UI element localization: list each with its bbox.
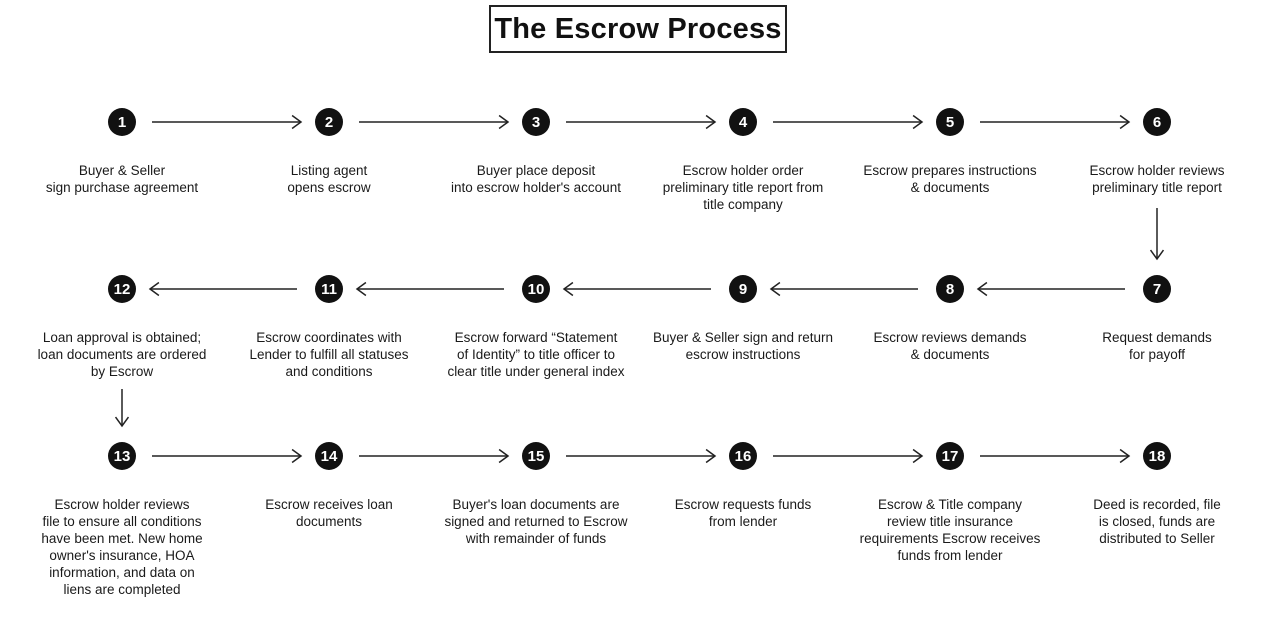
arrow-row3-2 — [359, 448, 510, 464]
step-10-description: Escrow forward “Statement of Identity” t… — [447, 330, 625, 379]
arrow-row1-1 — [152, 114, 303, 130]
step-11-description: Escrow coordinates with Lender to fulfil… — [249, 330, 409, 379]
arrow-row2-2 — [355, 281, 504, 297]
arrow-row2-3 — [562, 281, 711, 297]
step-6-description: Escrow holder reviews preliminary title … — [1089, 163, 1225, 195]
arrow-6-to-7 — [1149, 208, 1165, 261]
arrow-row3-5 — [980, 448, 1131, 464]
arrow-row2-5 — [976, 281, 1125, 297]
step-12-number-badge: 12 — [108, 275, 136, 303]
step-15-number-badge: 15 — [522, 442, 550, 470]
step-1-number-badge: 1 — [108, 108, 136, 136]
step-14-number-badge: 14 — [315, 442, 343, 470]
arrow-row3-3 — [566, 448, 717, 464]
step-3-number-badge: 3 — [522, 108, 550, 136]
step-9-description: Buyer & Seller sign and return escrow in… — [652, 330, 834, 362]
step-9-number-badge: 9 — [729, 275, 757, 303]
step-17-description: Escrow & Title company review title insu… — [859, 497, 1041, 563]
step-5-description: Escrow prepares instructions & documents — [863, 163, 1037, 195]
step-18-number-badge: 18 — [1143, 442, 1171, 470]
step-4-description: Escrow holder order preliminary title re… — [662, 163, 824, 212]
step-2-description: Listing agent opens escrow — [287, 163, 371, 195]
step-5-number-badge: 5 — [936, 108, 964, 136]
step-12-description: Loan approval is obtained; loan document… — [37, 330, 207, 379]
page-title: The Escrow Process — [489, 5, 787, 53]
step-13-number-badge: 13 — [108, 442, 136, 470]
step-10-number-badge: 10 — [522, 275, 550, 303]
arrow-row1-3 — [566, 114, 717, 130]
step-16-number-badge: 16 — [729, 442, 757, 470]
step-4-number-badge: 4 — [729, 108, 757, 136]
step-15-description: Buyer's loan documents are signed and re… — [444, 497, 628, 546]
step-1-description: Buyer & Seller sign purchase agreement — [45, 163, 199, 195]
step-18-description: Deed is recorded, file is closed, funds … — [1093, 497, 1221, 546]
arrow-row1-2 — [359, 114, 510, 130]
step-8-number-badge: 8 — [936, 275, 964, 303]
arrow-row1-5 — [980, 114, 1131, 130]
arrow-row1-4 — [773, 114, 924, 130]
arrow-row2-1 — [148, 281, 297, 297]
step-8-description: Escrow reviews demands & documents — [873, 330, 1027, 362]
step-14-description: Escrow receives loan documents — [265, 497, 393, 529]
step-17-number-badge: 17 — [936, 442, 964, 470]
arrow-row2-4 — [769, 281, 918, 297]
arrow-12-to-13 — [114, 389, 130, 428]
step-7-number-badge: 7 — [1143, 275, 1171, 303]
step-3-description: Buyer place deposit into escrow holder's… — [451, 163, 621, 195]
step-11-number-badge: 11 — [315, 275, 343, 303]
step-13-description: Escrow holder reviews file to ensure all… — [41, 497, 203, 597]
step-6-number-badge: 6 — [1143, 108, 1171, 136]
step-7-description: Request demands for payoff — [1102, 330, 1212, 362]
arrow-row3-1 — [152, 448, 303, 464]
step-16-description: Escrow requests funds from lender — [674, 497, 812, 529]
arrow-row3-4 — [773, 448, 924, 464]
step-2-number-badge: 2 — [315, 108, 343, 136]
